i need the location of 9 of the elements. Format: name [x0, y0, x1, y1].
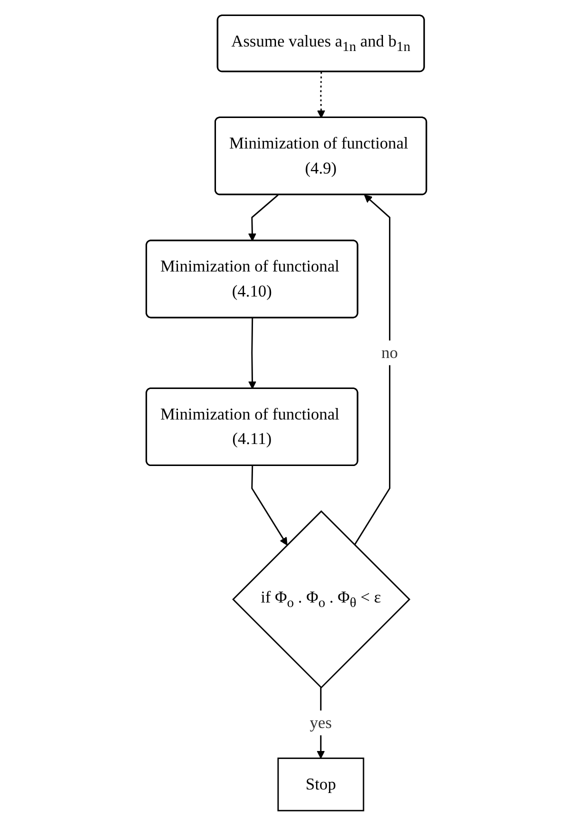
edge-label: no [382, 343, 398, 362]
arrow [251, 466, 288, 546]
arrow [354, 194, 390, 546]
node-box: Stop [278, 758, 364, 812]
edge-label: yes [310, 713, 332, 732]
node-diamond: if Φ$_{o}$ . Φ$_{o}$ . Φ$_{θ}$ < ε [232, 510, 411, 689]
arrow [317, 72, 326, 118]
arrow [248, 318, 256, 390]
arrow [248, 194, 279, 242]
